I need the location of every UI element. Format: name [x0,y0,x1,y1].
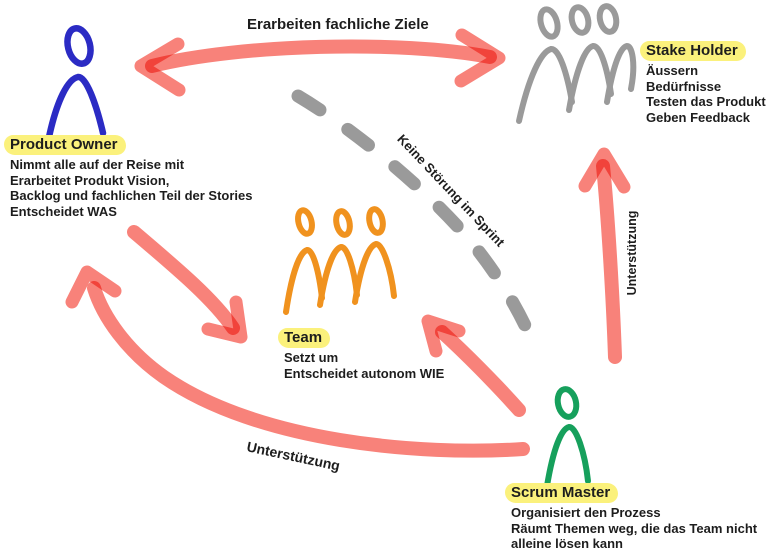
team-body [352,241,397,305]
team-title: Team [278,328,331,348]
product-owner-line: Nimmt alle auf der Reise mit [10,157,185,172]
scrum-master-block: Scrum Master Organisiert den Prozess Räu… [505,483,758,551]
team-block: Team Setzt um Entscheidet autonom WIE [278,328,445,381]
sprint-boundary-dashed-line [291,89,539,348]
scrum-master-figure [544,386,591,489]
stakeholder-body [516,46,575,124]
stakeholder-line: Testen das Produkt [646,94,766,109]
team-body [317,244,360,308]
arrow-right-head-icon [454,28,506,88]
team-head [333,208,353,238]
team-line: Entscheidet autonom WIE [284,365,445,381]
arrow-sm-team-head-icon [421,314,466,358]
stakeholder-body [604,42,637,105]
product-owner-body [45,73,107,141]
arrow-po-team-head-icon [201,295,248,344]
arrow-sm-po-shaft [87,281,530,458]
stakeholder-title: Stake Holder [640,41,746,61]
team-head [295,207,315,237]
arrow-sm-stakeholder-shaft [596,159,622,364]
product-owner-figure [45,25,107,141]
arrow-sm-team-shaft [435,325,526,417]
team-head [366,206,386,236]
arrow-sm-po-head-icon [65,265,122,309]
scrum-master-line: alleine lösen kann [511,536,623,551]
product-owner-head [64,25,94,67]
scrum-master-body [544,424,591,489]
top-arrow-label: Erarbeiten fachliche Ziele [247,16,429,33]
arrow-po-team-shaft [127,225,240,335]
stakeholder-head [568,4,592,36]
product-owner-block: Product Owner Nimmt alle auf der Reise m… [4,135,253,219]
stakeholder-line: Äussern Bedürfnisse [646,63,722,94]
scrum-master-head [554,386,580,420]
arrow-left-head-icon [134,37,186,97]
stakeholder-line: Geben Feedback [646,109,751,125]
team-line: Setzt um [284,350,339,365]
team-body [283,247,325,315]
stakeholder-block: Stake Holder Äussern Bedürfnisse Testen … [640,41,768,125]
support-right-label: Unterstützung [625,210,639,296]
product-owner-line: Erarbeitet Produkt Vision, [10,172,170,188]
stakeholder-figure [516,3,637,124]
arrow-po-stakeholder-shaft [145,39,497,73]
team-figure [283,206,397,315]
stakeholder-head [596,3,620,35]
scrum-master-line: Räumt Themen weg, die das Team nicht [511,520,758,536]
scrum-master-line: Organisiert den Prozess [511,505,661,520]
arrow-sm-stakeholder-head-icon [578,147,631,194]
stakeholder-body [566,43,614,113]
product-owner-line: Entscheidet WAS [10,203,117,219]
sprint-boundary-group [291,89,539,348]
product-owner-title: Product Owner [4,135,126,155]
stakeholder-head [537,6,561,40]
arrows-group [65,28,631,458]
scrum-master-title: Scrum Master [505,483,619,503]
product-owner-line: Backlog und fachlichen Teil der Stories [10,188,253,203]
